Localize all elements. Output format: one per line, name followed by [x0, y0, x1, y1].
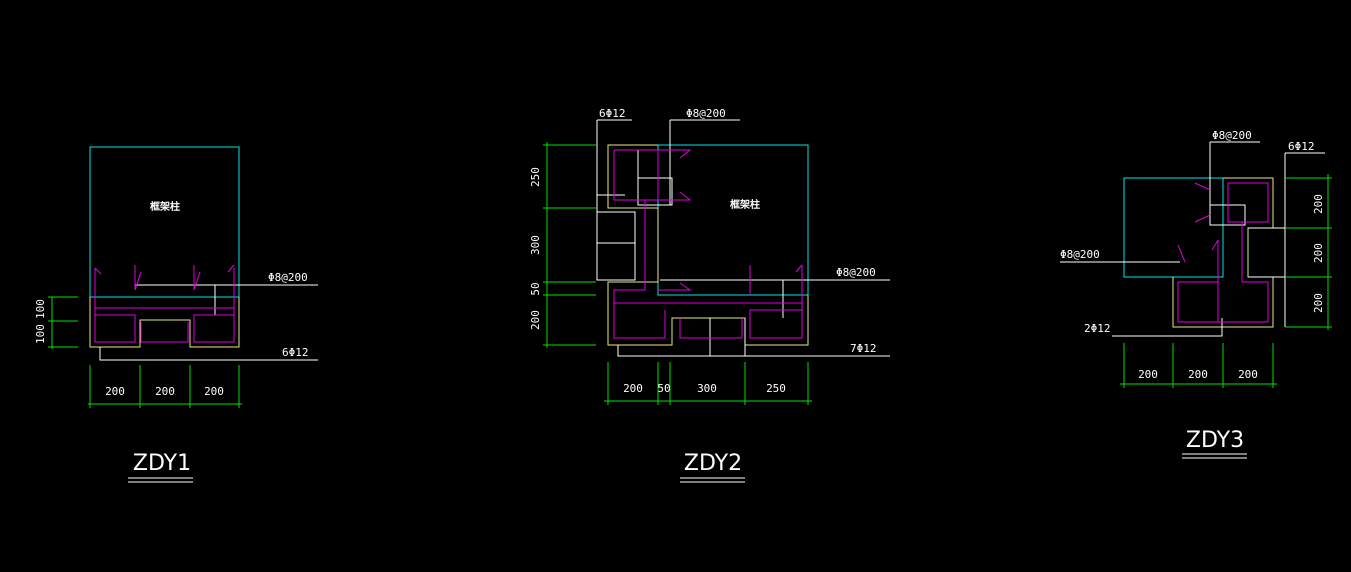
zdy1-title: ZDY1: [133, 451, 191, 476]
zdy3-rebar-main: [1227, 182, 1269, 223]
zdy2-dim-bottom-2: 50: [657, 382, 670, 395]
detail-zdy1: 框架柱 Φ8@200 6Φ12 200 200 200: [34, 146, 318, 483]
zdy3-dim-bottom: [1120, 343, 1277, 388]
zdy3-rebar-hook-1: [1194, 182, 1211, 191]
zdy2-rebar-inner: [679, 318, 743, 339]
zdy2-rebar-hook-3: [658, 282, 692, 291]
detail-zdy2: 框架柱 6Φ12 Φ8@200 Φ8@200 7Φ12: [529, 107, 890, 483]
zdy3-rebar-hook-4: [1211, 239, 1219, 251]
zdy1-stirrup-label: Φ8@200: [268, 271, 308, 284]
zdy3-bars-label: 2Φ12: [1084, 322, 1111, 335]
zdy1-rebar-stirrup-right: [193, 268, 235, 343]
zdy2-rebar-hook-5: [795, 264, 803, 273]
zdy2-dim-bottom-4: 250: [766, 382, 786, 395]
zdy1-dim-left-1: 100: [34, 299, 47, 319]
zdy2-dim-left: [543, 142, 596, 348]
zdy1-rebar-hook-3: [193, 265, 201, 291]
zdy1-column-outline: [89, 146, 240, 298]
zdy3-leader-bars: [1112, 318, 1223, 337]
zdy1-bars-label: 6Φ12: [282, 346, 309, 359]
zdy3-stirrup-label: Φ8@200: [1060, 248, 1100, 261]
zdy3-rebar-hook-2: [1194, 214, 1211, 223]
zdy3-title: ZDY3: [1186, 428, 1244, 453]
zdy2-inner-box: [637, 150, 673, 206]
zdy2-rebar-web: [613, 200, 666, 339]
zdy1-dim-bottom-1: 200: [105, 385, 125, 398]
zdy1-dim-left-2: 100: [34, 324, 47, 344]
zdy1-rebar-inner: [140, 322, 189, 343]
zdy1-rebar-hook-1: [94, 267, 102, 275]
zdy1-dim-left: [48, 296, 78, 349]
zdy2-stirrup-label: Φ8@200: [836, 266, 876, 279]
zdy1-rebar-hook-4: [227, 264, 235, 273]
zdy2-dim-left-4: 200: [529, 310, 542, 330]
detail-zdy3: Φ8@200 6Φ12 Φ8@200 2Φ12 200 200 200 200 …: [1060, 129, 1332, 459]
zdy3-stirrup-label-top: Φ8@200: [1212, 129, 1252, 142]
zdy2-column-label: 框架柱: [730, 198, 760, 211]
zdy2-dim-left-1: 250: [529, 167, 542, 187]
zdy3-rebar-hook-3: [1177, 244, 1186, 263]
zdy2-rebar-hook-1: [658, 149, 692, 159]
zdy2-rebar-main: [613, 149, 659, 201]
zdy2-title: ZDY2: [684, 451, 742, 476]
zdy3-dim-bottom-3: 200: [1238, 368, 1258, 381]
zdy2-dim-left-2: 300: [529, 235, 542, 255]
zdy1-column-label: 框架柱: [150, 200, 180, 213]
zdy1-rebar-hook-2: [134, 265, 142, 291]
zdy2-dim-left-3: 50: [529, 282, 542, 295]
zdy1-inner-line: [99, 347, 318, 361]
zdy3-dim-right-2: 200: [1312, 243, 1325, 263]
zdy1-rebar-stirrup: [94, 268, 136, 343]
zdy3-rebar-web: [1177, 222, 1269, 323]
zdy1-dim-bottom-3: 200: [204, 385, 224, 398]
zdy2-dim-bottom-3: 300: [697, 382, 717, 395]
zdy2-leader-bars: [617, 345, 890, 357]
zdy2-rebar-right: [749, 265, 803, 339]
zdy2-dim-bottom: [604, 362, 812, 405]
zdy2-bars-label: 7Φ12: [850, 342, 877, 355]
zdy2-column-outline: [657, 144, 809, 296]
zdy3-dim-right-1: 200: [1312, 194, 1325, 214]
zdy2-left-block: [596, 120, 636, 281]
zdy1-dim-bottom: [88, 365, 242, 408]
zdy2-stirrup-label-top: Φ8@200: [686, 107, 726, 120]
zdy3-bars-label-top: 6Φ12: [1288, 140, 1315, 153]
zdy2-rebar-hook-2: [658, 191, 692, 201]
zdy1-dim-bottom-2: 200: [155, 385, 175, 398]
zdy3-dim-bottom-1: 200: [1138, 368, 1158, 381]
zdy2-dim-bottom-1: 200: [623, 382, 643, 395]
zdy3-inner-box: [1209, 142, 1246, 226]
zdy1-section-outline: [89, 297, 240, 348]
zdy3-dim-right: [1285, 174, 1332, 330]
zdy2-bars-label-top: 6Φ12: [599, 107, 626, 120]
zdy3-dim-bottom-2: 200: [1188, 368, 1208, 381]
zdy3-dim-right-3: 200: [1312, 293, 1325, 313]
